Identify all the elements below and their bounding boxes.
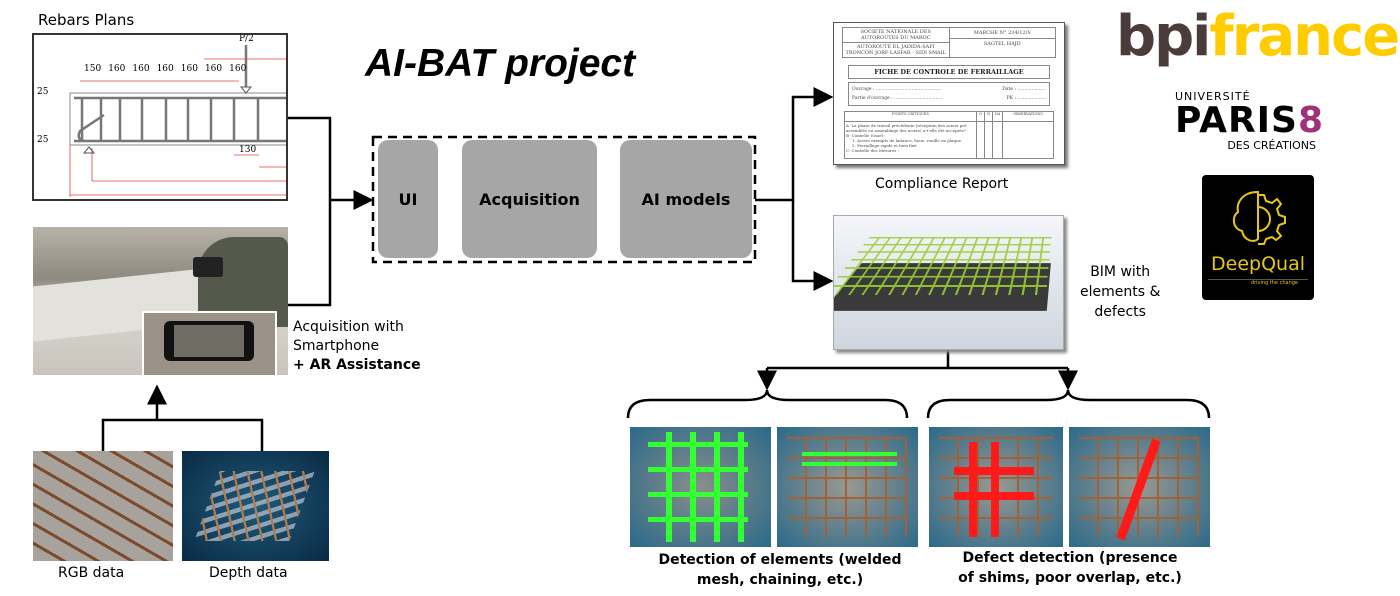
- report-row: C- Contrôle des Mesures :: [846, 147, 899, 153]
- deepqual-logo: DeepQual driving the change: [1202, 175, 1314, 300]
- caption-line: Defect detection (presence: [962, 550, 1178, 566]
- module-acquisition: Acquisition: [462, 140, 597, 258]
- page-title: AI-BAT project: [365, 42, 636, 85]
- module-ui: UI: [378, 140, 438, 258]
- report-header: SAGTEL HAJD: [983, 41, 1021, 47]
- plan-dim: 160: [180, 64, 198, 74]
- acquisition-caption: Acquisition with Smartphone + AR Assista…: [293, 318, 421, 375]
- compliance-report-caption: Compliance Report: [875, 176, 1009, 192]
- paris8-main-text: PARIS: [1175, 100, 1298, 141]
- report-col-header: O: [977, 112, 985, 122]
- report-col-header: OBSERVATIONS: [1003, 112, 1053, 122]
- compliance-report-document: SOCIETE NATIONALE DES AUTOROUTES DU MARO…: [833, 22, 1065, 165]
- plan-dim: 160: [229, 64, 247, 74]
- caption-line: mesh, chaining, etc.): [696, 572, 864, 588]
- bim-model-image: [833, 215, 1064, 350]
- plan-dim: 160: [132, 64, 150, 74]
- plan-load-label: P/2: [239, 34, 254, 44]
- plan-dim-left-top: 25: [37, 87, 49, 97]
- france-logo-text: france: [1209, 4, 1400, 69]
- defect-detection-image-2: [1069, 427, 1210, 547]
- bpi-logo-text: bpi: [1116, 4, 1211, 69]
- report-field: Ouvrage : ..............................…: [852, 87, 942, 92]
- depth-data-label: Depth data: [209, 565, 288, 581]
- pipeline-to-bim-arrow: [791, 200, 834, 291]
- report-field: Date : ....................: [1002, 87, 1046, 92]
- plan-dim-bottom: 130: [239, 145, 257, 155]
- rebar-plan-drawing: P/2 150 160 160 160 160 160 160 25 25 13…: [32, 33, 288, 201]
- report-row: 2. Ferraillage rigide et bien fixé: [852, 142, 917, 148]
- element-detection-image-2: [777, 427, 918, 547]
- paris8-top-text: UNIVERSITÉ: [1175, 90, 1251, 103]
- bim-caption-line: BIM with: [1090, 264, 1151, 280]
- element-detection-image-1: [630, 427, 771, 547]
- rebars-plans-label: Rebars Plans: [38, 11, 135, 29]
- report-row: A- La phase de travail précédente (récep…: [846, 122, 967, 133]
- report-field: PK : ....................: [1006, 96, 1046, 101]
- report-row: B- Contrôle Visuel :: [846, 132, 886, 138]
- phone-ar-inset-photo: [142, 311, 277, 377]
- deepqual-tagline: driving the change: [1208, 279, 1308, 286]
- plan-dim: 160: [108, 64, 126, 74]
- report-field: Partie d'ouvrage : .....................…: [852, 96, 943, 101]
- plan-dim: 160: [156, 64, 174, 74]
- acquisition-line: Acquisition with: [293, 319, 404, 335]
- bim-caption: BIM with elements & defects: [1080, 262, 1160, 322]
- paris8-logo: UNIVERSITÉ PARIS8 DES CRÉATIONS: [1175, 90, 1323, 152]
- plan-to-pipeline-line: [287, 116, 332, 307]
- report-header: MARCHE N° 234/12/S: [949, 28, 1055, 39]
- module-ai-models: AI models: [620, 140, 752, 258]
- report-form-title: FICHE DE CONTROLE DE FERRAILLAGE: [848, 65, 1050, 79]
- defect-detection-image-1: [929, 427, 1063, 547]
- rgb-data-image: [33, 451, 173, 561]
- element-detection-caption: Detection of elements (welded mesh, chai…: [640, 550, 920, 590]
- paris8-digit: 8: [1297, 100, 1325, 141]
- brace-right: [926, 389, 1211, 419]
- report-col-header: POINTS CRITIQUES: [845, 112, 977, 122]
- plan-dim: 160: [204, 64, 223, 74]
- brace-left: [626, 389, 909, 419]
- bim-caption-line: elements &: [1080, 284, 1161, 300]
- brain-gear-icon: [1232, 190, 1286, 245]
- report-col-header: NA: [993, 112, 1003, 122]
- ar-assistance-line: + AR Assistance: [293, 357, 421, 373]
- report-row: 1. Aciers exempts de laitance, boue, rou…: [852, 137, 962, 143]
- defect-detection-caption: Defect detection (presence of shims, poo…: [935, 548, 1205, 588]
- deepqual-name: DeepQual: [1211, 253, 1305, 275]
- bpifrance-logo: bpifrance: [1116, 4, 1400, 69]
- rgb-data-label: RGB data: [58, 565, 125, 581]
- caption-line: of shims, poor overlap, etc.): [958, 570, 1182, 586]
- report-col-header: N: [985, 112, 993, 122]
- acquisition-line: Smartphone: [293, 338, 380, 354]
- sensor-tree-line: [101, 388, 264, 451]
- report-header: AUTOROUTE EL JADIDA-SAFI TRONCON JORF LA…: [845, 44, 946, 56]
- paris8-bottom-text: DES CRÉATIONS: [1227, 139, 1316, 152]
- plan-dim-left-bottom: 25: [37, 135, 49, 145]
- bim-tree-line: [767, 350, 1068, 370]
- pipeline-output-line: [755, 87, 834, 202]
- depth-data-image: [182, 451, 329, 561]
- plan-dim: 150: [84, 64, 102, 74]
- report-header: SOCIETE NATIONALE DES AUTOROUTES DU MARO…: [843, 28, 949, 43]
- caption-line: Detection of elements (welded: [658, 552, 902, 568]
- bim-caption-line: defects: [1094, 304, 1146, 320]
